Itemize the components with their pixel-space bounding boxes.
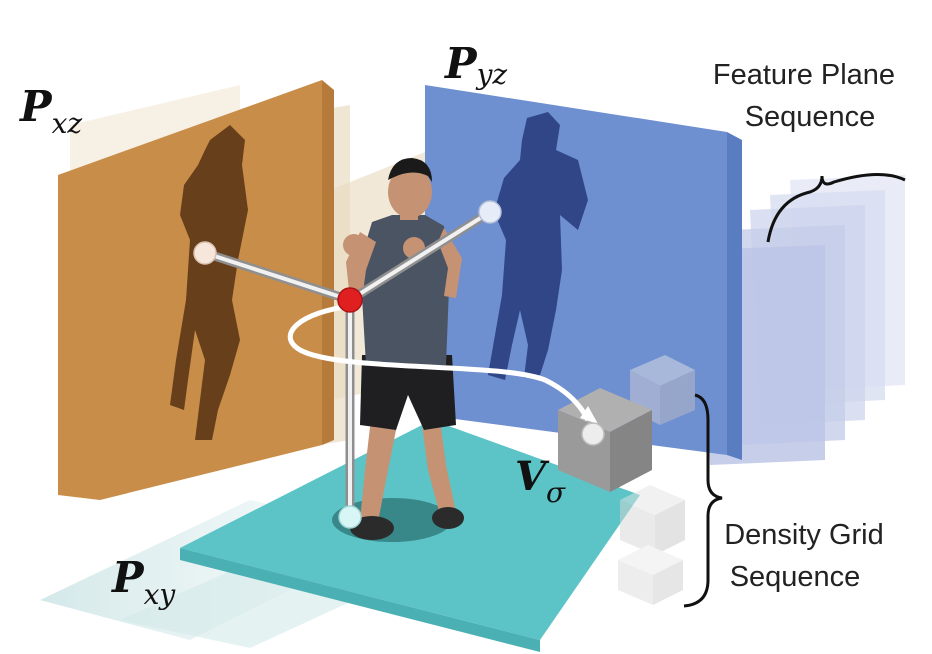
density-grid-sequence (558, 355, 695, 605)
label-pxy: Pxy (111, 553, 176, 611)
label-pxz: Pxz (19, 82, 82, 140)
xz-shadow-silhouette (170, 125, 248, 440)
density-grid-caption: Density Grid Sequence (724, 519, 892, 593)
feature-plane-brace (766, 172, 906, 243)
feature-plane-caption: Feature Plane Sequence (713, 59, 903, 133)
sampling-arrow (287, 303, 598, 424)
label-pyz: Pyz (444, 39, 507, 91)
yz-projection-point (478, 200, 502, 224)
xy-projection-point (338, 505, 362, 529)
xz-projection-point (193, 241, 217, 265)
sample-point-red (337, 287, 363, 313)
label-vsigma: Vσ (515, 453, 566, 509)
yz-plane-sequence (700, 175, 905, 465)
projection-rods (200, 207, 495, 522)
plane-xz (58, 80, 334, 500)
yz-shadow-silhouette (488, 112, 588, 380)
density-cube-lower (618, 485, 685, 605)
cube-sample-point (581, 422, 605, 446)
projection-points (193, 200, 605, 529)
density-grid-brace (683, 393, 723, 608)
